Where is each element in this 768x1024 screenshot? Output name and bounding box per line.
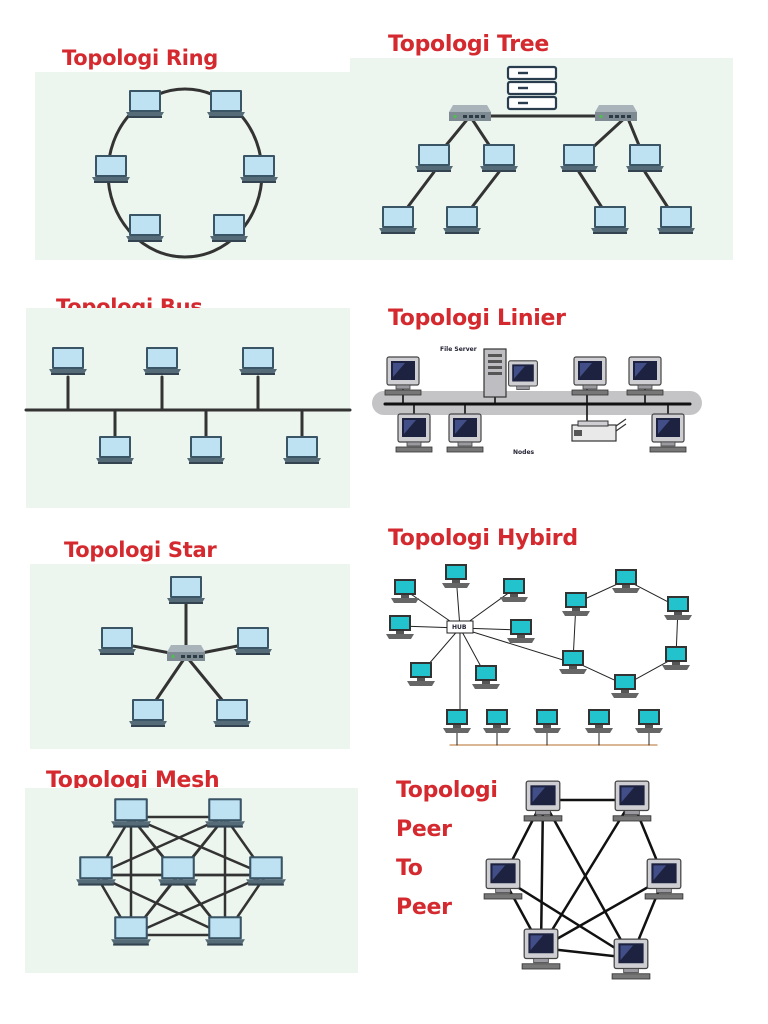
laptop-icon [187,436,225,464]
laptop-icon [205,916,245,946]
desktop-computer-icon [521,928,561,970]
desktop-computer-icon [395,413,433,453]
link-line [501,876,633,960]
laptop-icon [126,90,164,118]
laptop-icon [560,144,598,172]
desktop-computer-icon [508,360,538,390]
desktop-computer-icon [386,615,414,639]
laptop-icon [415,144,453,172]
switch-icon [167,645,205,661]
server-icon [506,65,558,111]
desktop-computer-icon [571,356,609,396]
desktop-computer-icon [664,596,692,620]
desktop-computer-icon [533,709,561,733]
laptop-icon [239,347,277,375]
laptop-icon [480,144,518,172]
desktop-computer-icon [472,665,500,689]
desktop-computer-icon [644,858,684,900]
laptop-icon [234,627,272,655]
desktop-computer-icon [523,780,563,822]
link-line [539,798,545,950]
hub-box [446,620,474,634]
laptop-icon [111,916,151,946]
label-hub: HUB [452,624,467,631]
desktop-computer-icon [611,674,639,698]
printer-icon [571,418,627,442]
laptop-icon [111,798,151,828]
laptop-icon [246,856,286,886]
desktop-computer-icon [442,564,470,588]
desktop-computer-icon [562,592,590,616]
title-p2p-line4: Peer [396,895,452,920]
title-ring: Topologi Ring [62,46,219,70]
panel-background [26,308,350,508]
laptop-icon [92,155,130,183]
desktop-computer-icon [612,569,640,593]
laptop-icon [49,347,87,375]
laptop-icon [76,856,116,886]
laptop-icon [96,436,134,464]
desktop-computer-icon [500,578,528,602]
desktop-computer-icon [384,356,422,396]
laptop-icon [240,155,278,183]
laptop-icon [98,627,136,655]
laptop-icon [443,206,481,234]
desktop-computer-icon [626,356,664,396]
laptop-icon [129,699,167,727]
link-line [459,627,577,665]
laptop-icon [205,798,245,828]
title-hybird: Topologi Hybird [388,526,578,551]
desktop-computer-icon [635,709,663,733]
laptop-icon [591,206,629,234]
laptop-icon [657,206,695,234]
title-p2p-line3: To [396,856,423,881]
desktop-computer-icon [391,579,419,603]
link-line [539,798,634,950]
title-tree: Topologi Tree [388,32,550,57]
link-line [94,815,227,877]
panel-background [35,72,350,260]
desktop-computer-icon [507,619,535,643]
desktop-computer-icon [662,646,690,670]
desktop-computer-icon [649,413,687,453]
label-nodes: Nodes [513,449,535,456]
title-p2p-line1: Topologi [396,778,498,803]
desktop-computer-icon [611,938,651,980]
switch-icon [595,105,637,121]
file-server-icon [483,348,507,398]
desktop-computer-icon [585,709,613,733]
link-line [129,873,268,937]
label-file-server: File Server [440,346,477,353]
desktop-computer-icon [483,858,523,900]
link-line [541,798,633,960]
desktop-computer-icon [612,780,652,822]
desktop-computer-icon [407,662,435,686]
desktop-computer-icon [483,709,511,733]
switch-icon [449,105,491,121]
link-line [539,876,666,950]
title-star: Topologi Star [64,538,217,562]
desktop-computer-icon [446,413,484,453]
link-line [129,815,268,877]
laptop-icon [213,699,251,727]
title-p2p-line2: Peer [396,817,452,842]
link-line [94,873,227,937]
laptop-icon [626,144,664,172]
laptop-icon [126,214,164,242]
laptop-icon [283,436,321,464]
laptop-icon [207,90,245,118]
laptop-icon [143,347,181,375]
laptop-icon [210,214,248,242]
desktop-computer-icon [559,650,587,674]
laptop-icon [379,206,417,234]
desktop-computer-icon [443,709,471,733]
laptop-icon [158,856,198,886]
title-linier: Topologi Linier [388,306,566,331]
laptop-icon [167,576,205,604]
